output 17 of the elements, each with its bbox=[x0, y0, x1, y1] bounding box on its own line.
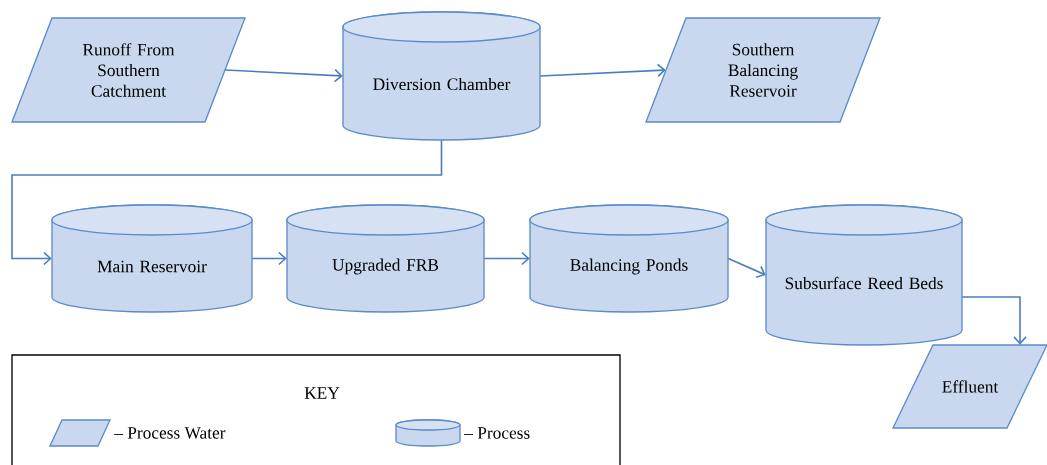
cylinder-node: Subsurface Reed Beds bbox=[765, 204, 963, 346]
cylinder-node: Balancing Ponds bbox=[529, 204, 729, 313]
cylinder-node: Diversion Chamber bbox=[342, 11, 541, 141]
arrow bbox=[727, 257, 766, 279]
cylinder-node: Upgraded FRB bbox=[286, 204, 485, 313]
arrow bbox=[483, 251, 530, 266]
arrow bbox=[224, 68, 343, 83]
parallelogram-node: Runoff From Southern Catchment bbox=[11, 17, 246, 123]
arrow bbox=[539, 63, 666, 78]
parallelogram-node: Southern Balancing Reservoir bbox=[645, 17, 881, 123]
arrow bbox=[251, 251, 287, 266]
legend-text: – Process Water bbox=[114, 427, 226, 439]
arrow bbox=[11, 139, 443, 266]
legend-text: – Process bbox=[464, 427, 530, 439]
arrow bbox=[961, 296, 1027, 345]
cylinder-node: Main Reservoir bbox=[51, 204, 253, 313]
legend-title: KEY bbox=[304, 387, 340, 399]
